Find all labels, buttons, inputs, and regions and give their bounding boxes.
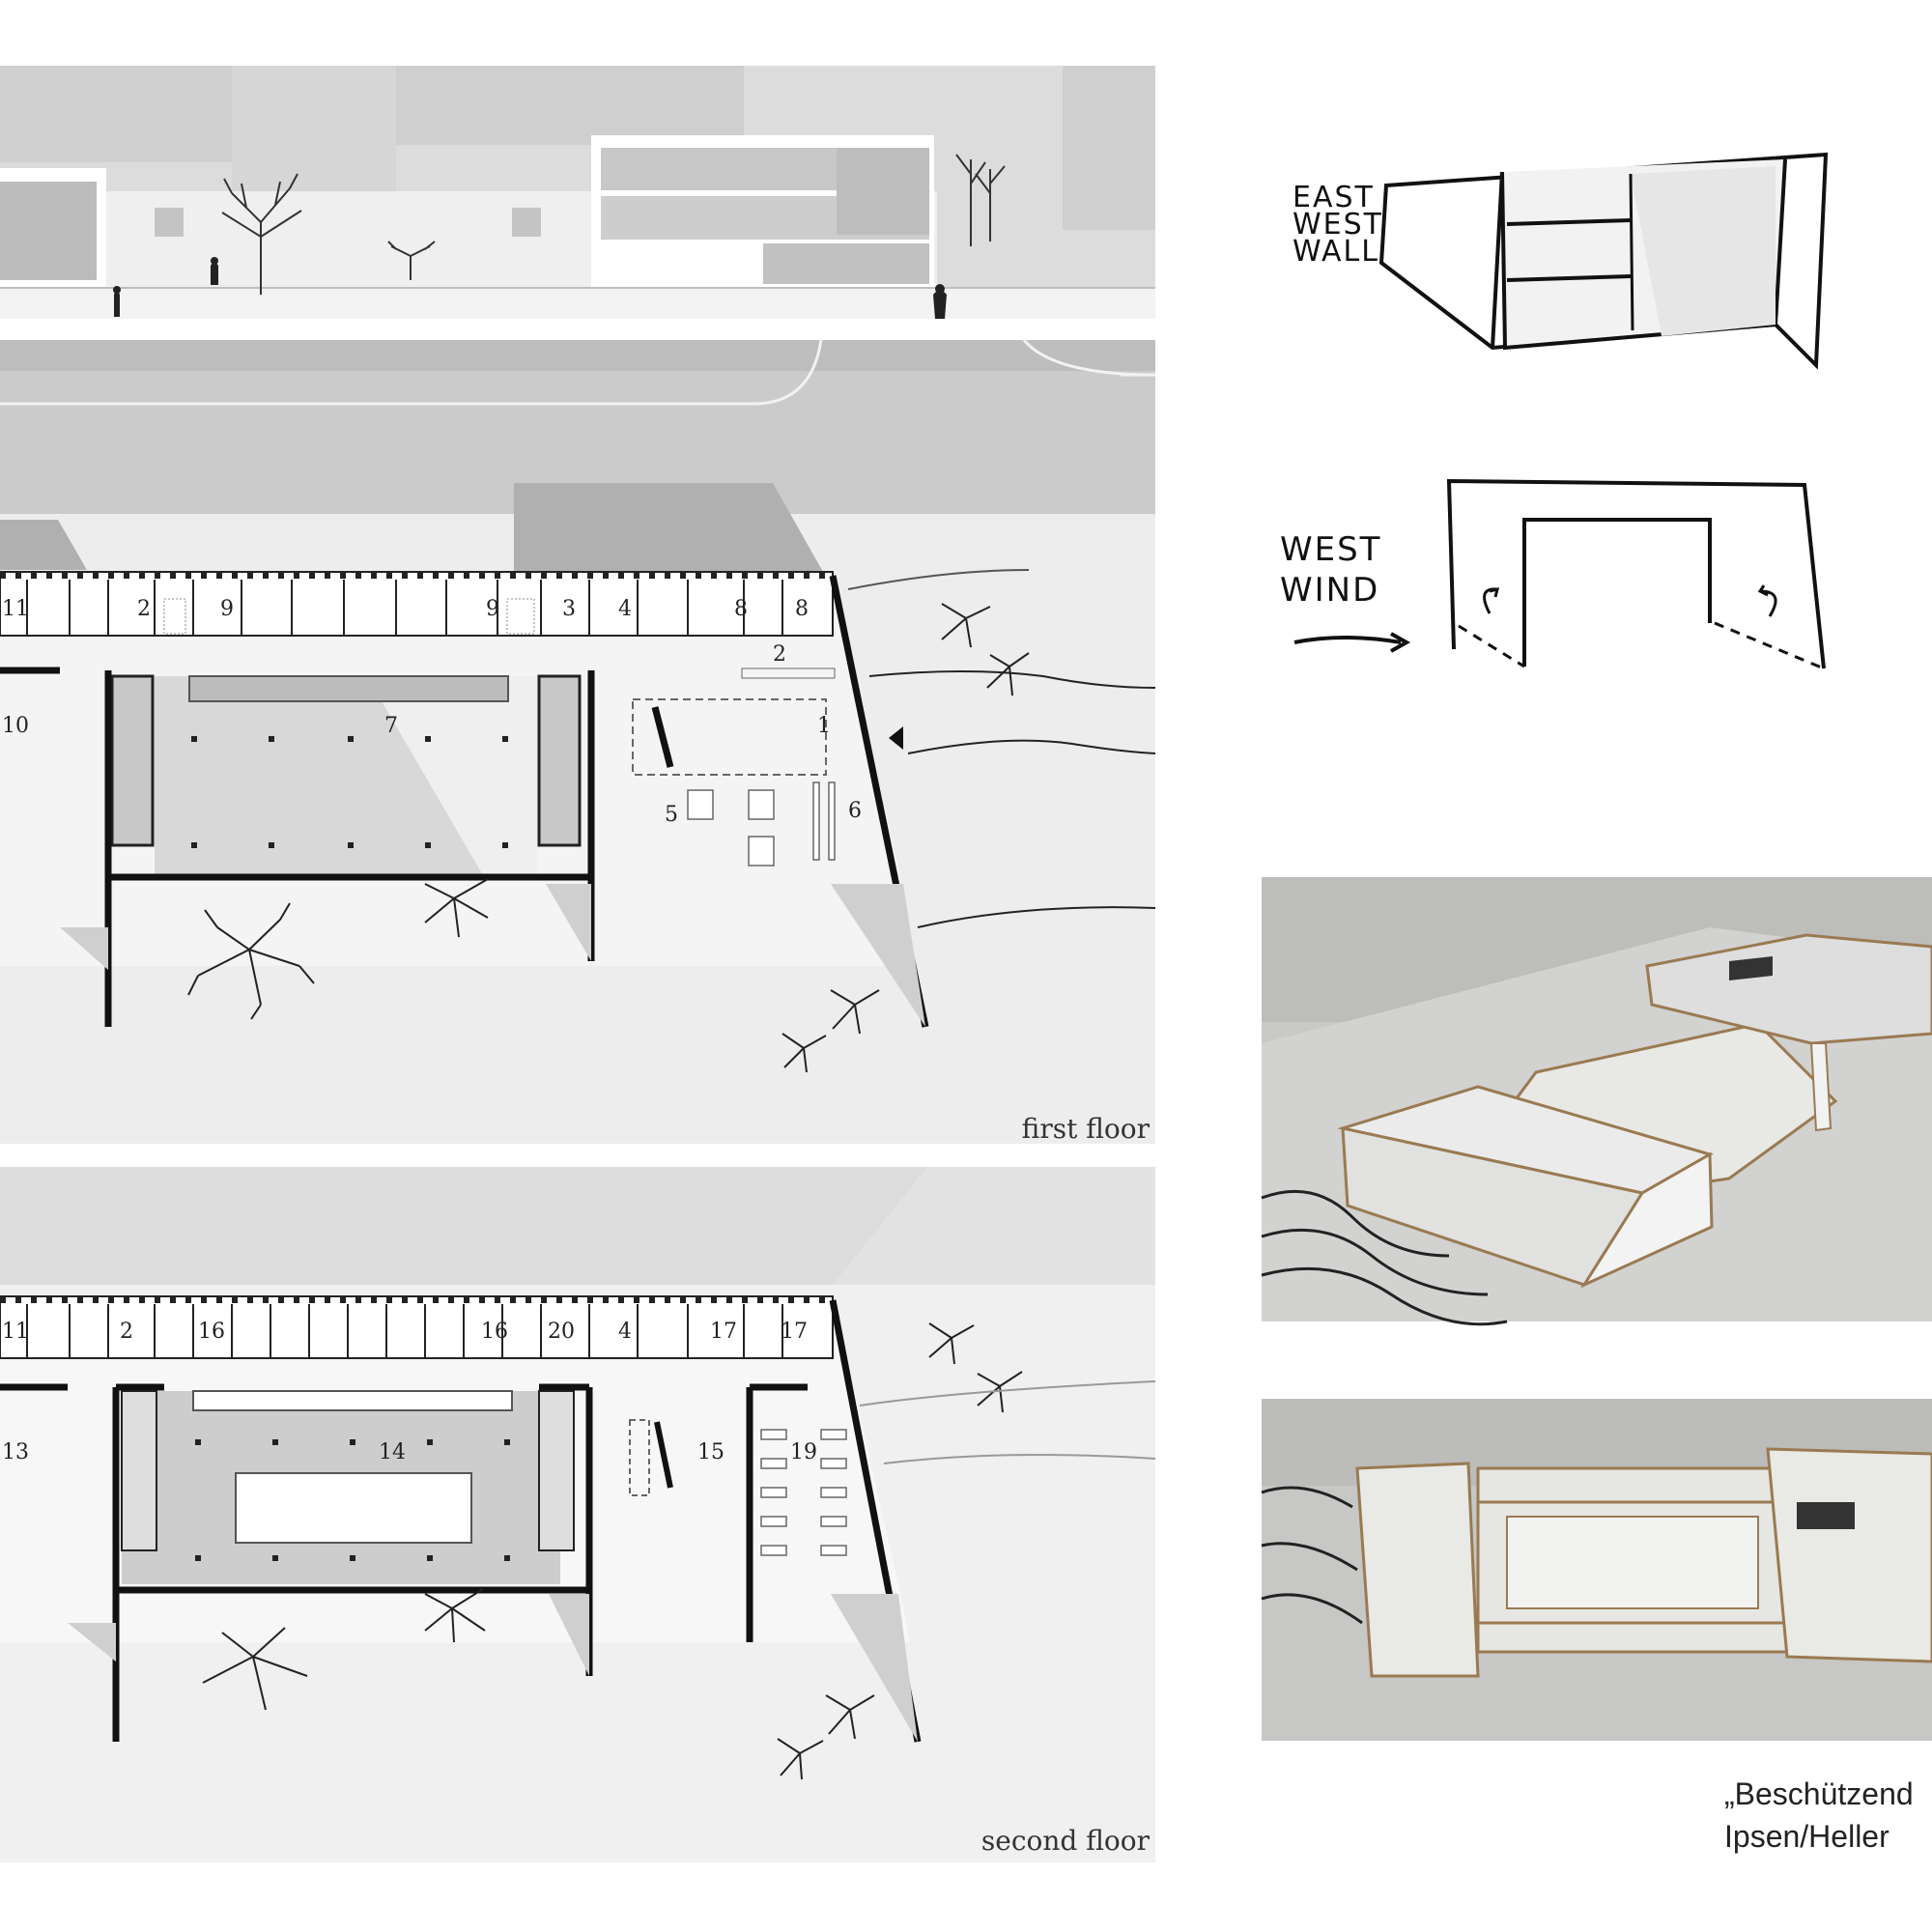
room-label: 9 <box>486 597 499 621</box>
room-label: 4 <box>618 597 632 621</box>
credit-line-1: „Beschützend <box>1724 1776 1914 1811</box>
room-label: 16 <box>198 1320 225 1344</box>
second-floor-plan: 11 2 16 16 20 4 17 17 13 14 15 19 second… <box>0 1167 1156 1862</box>
room-label: 2 <box>773 642 786 667</box>
credit-line-2: Ipsen/Heller <box>1724 1819 1889 1854</box>
room-label: 17 <box>781 1320 808 1344</box>
model-photo-top <box>1261 1399 1932 1741</box>
sketch-label: WEST <box>1293 208 1383 242</box>
street-elevation <box>0 66 1155 319</box>
east-west-wall-sketch: EAST WEST WALL <box>1293 152 1829 370</box>
room-label: 10 <box>2 714 29 738</box>
room-label: 2 <box>120 1320 133 1344</box>
room-label: 4 <box>618 1320 632 1344</box>
room-label: 15 <box>697 1440 724 1464</box>
sketch-label: WEST <box>1280 530 1381 569</box>
room-label: 2 <box>137 597 151 621</box>
room-label: 13 <box>2 1440 29 1464</box>
sketch-label: EAST <box>1293 181 1375 214</box>
sketch-label: WALL <box>1293 235 1379 269</box>
room-label: 6 <box>848 799 862 823</box>
room-label: 7 <box>384 714 398 738</box>
room-label: 17 <box>710 1320 737 1344</box>
room-label: 3 <box>562 597 576 621</box>
credit-block: „Beschützend Ipsen/Heller <box>1724 1776 1914 1854</box>
second-floor-caption: second floor <box>981 1825 1151 1857</box>
first-floor-caption: first floor <box>1022 1113 1151 1145</box>
room-label: 14 <box>379 1440 406 1464</box>
room-label: 5 <box>665 803 678 827</box>
sketch-label: WIND <box>1280 571 1379 610</box>
room-label: 11 <box>2 597 29 621</box>
model-photo-perspective <box>1261 877 1932 1326</box>
room-label: 20 <box>548 1320 575 1344</box>
first-floor-plan: 11 2 9 9 3 4 8 8 2 10 7 1 5 6 first floo… <box>0 339 1156 1145</box>
room-label: 1 <box>817 714 831 738</box>
west-wind-sketch: WEST WIND <box>1280 478 1826 670</box>
room-label: 8 <box>734 597 748 621</box>
room-label: 11 <box>2 1320 29 1344</box>
room-label: 9 <box>220 597 234 621</box>
room-label: 19 <box>790 1440 817 1464</box>
room-label: 16 <box>481 1320 508 1344</box>
room-label: 8 <box>795 597 809 621</box>
